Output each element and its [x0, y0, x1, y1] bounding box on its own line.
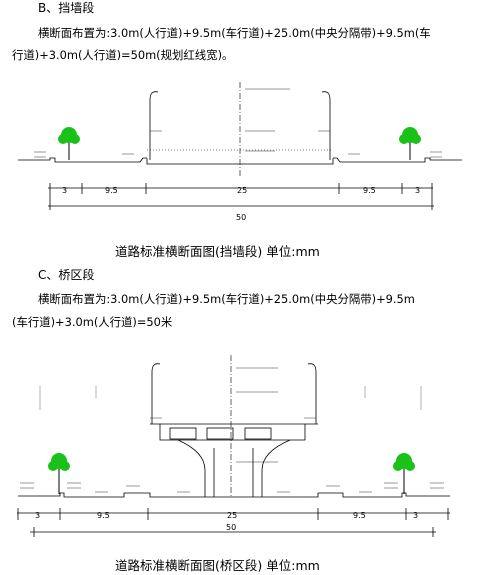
section-b-description-line1: 横断面布置为:3.0m(人行道)+9.5m(车行道)+25.0m(中央分隔带)+…: [38, 26, 431, 40]
section-c-caption: 道路标准横断面图(桥区段) 单位:mm: [115, 558, 320, 573]
dim-label: 9.5: [353, 511, 366, 520]
dim-label: 9.5: [97, 511, 110, 520]
dim-label: 3: [413, 511, 418, 520]
section-b-caption: 道路标准横断面图(挡墙段) 单位:mm: [115, 244, 320, 259]
section-c-description-line1: 横断面布置为:3.0m(人行道)+9.5m(车行道)+25.0m(中央分隔带)+…: [38, 292, 415, 306]
section-c-description-line2: (车行道)+3.0m(人行道)=50米: [12, 315, 173, 329]
tree-icon: [58, 127, 80, 160]
dim-total: 50: [226, 523, 236, 532]
section-c-heading: C、桥区段: [38, 268, 95, 282]
street-lamp-icon: [149, 91, 331, 160]
dim-label: 25: [227, 511, 237, 520]
section-b-description-line2: 行道)+3.0m(人行道)=50m(规划红线宽)。: [12, 48, 234, 62]
street-lamp-icon: [151, 363, 317, 424]
tree-icon: [393, 453, 415, 494]
section-b-heading: B、挡墙段: [38, 1, 95, 15]
dim-label: 9.5: [105, 186, 118, 195]
section-b-cross-section: [18, 82, 462, 210]
tree-icon: [399, 127, 421, 160]
tree-icon: [48, 453, 70, 494]
dim-label: 25: [237, 186, 247, 195]
dim-total: 50: [236, 213, 246, 222]
dim-label: 3: [415, 186, 420, 195]
dim-label: 3: [62, 186, 67, 195]
section-c-cross-section: [17, 355, 450, 537]
dim-label: 9.5: [363, 186, 376, 195]
dim-label: 3: [35, 511, 40, 520]
